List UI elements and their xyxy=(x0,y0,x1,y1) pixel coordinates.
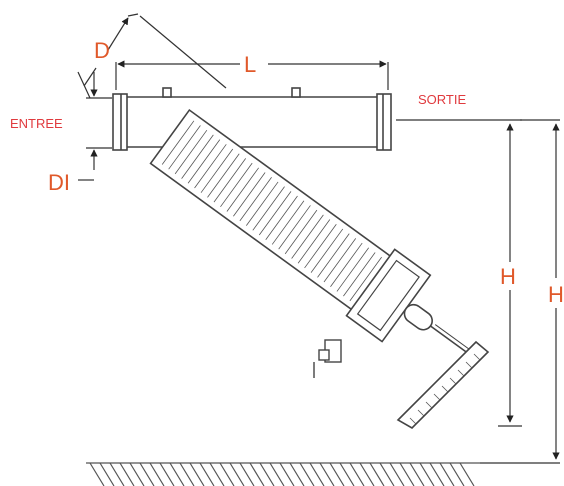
l-label: L xyxy=(244,52,256,77)
drain-valve xyxy=(313,339,342,378)
h-inner-label: H xyxy=(500,264,516,289)
dimension-h-inner xyxy=(396,119,522,427)
dimension-d xyxy=(77,13,227,99)
sortie-label: SORTIE xyxy=(418,92,466,107)
dimension-h-outer xyxy=(480,119,560,464)
dimension-l xyxy=(115,60,389,90)
dimension-di xyxy=(78,72,112,181)
h-outer-label: H xyxy=(548,282,564,307)
foot-plate xyxy=(396,340,490,429)
di-label: DI xyxy=(48,170,70,195)
entree-label: ENTREE xyxy=(10,116,63,131)
filter-body xyxy=(149,108,481,361)
ground-hatch xyxy=(86,462,480,486)
d-label: D xyxy=(94,38,110,63)
horizontal-pipe xyxy=(112,87,392,151)
